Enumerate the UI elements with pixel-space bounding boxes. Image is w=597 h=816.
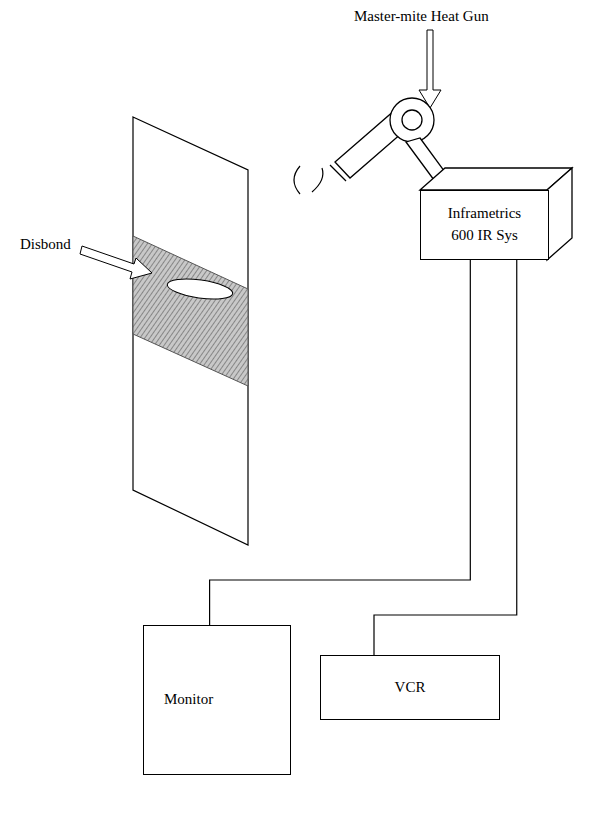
pointer-arrow (80, 246, 152, 279)
signal-cable (374, 260, 517, 655)
test-panel (133, 117, 248, 545)
pointer-arrow (419, 30, 441, 108)
feature-label: Disbond (18, 236, 73, 253)
equipment-label: Master-mite Heat Gun (352, 8, 491, 25)
box-label: Inframetrics 600 IR Sys (435, 203, 534, 247)
bond-band (133, 236, 248, 386)
camera-body (420, 168, 572, 260)
monitor-box: Monitor (143, 625, 291, 775)
box-label: VCR (395, 677, 426, 699)
vcr-box: VCR (320, 655, 500, 720)
box-label: Monitor (164, 689, 213, 711)
camera-box: Inframetrics 600 IR Sys (420, 190, 549, 260)
signal-cable (210, 260, 471, 625)
disbond-void (166, 275, 234, 302)
air-flow (294, 166, 323, 194)
heat-gun (330, 98, 445, 181)
